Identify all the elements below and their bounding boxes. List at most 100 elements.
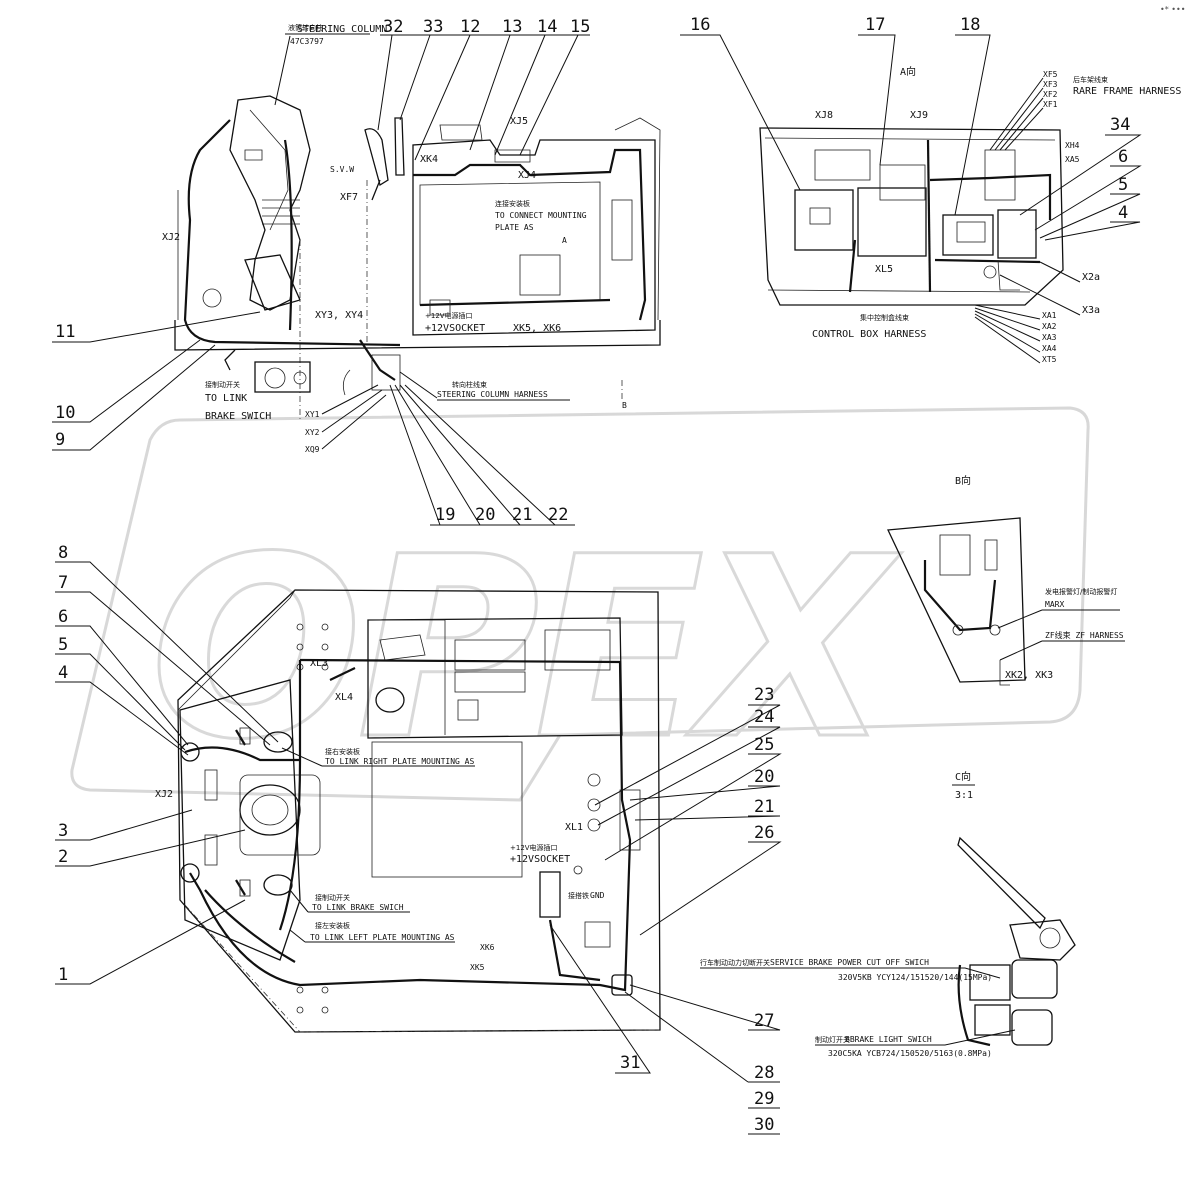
control-box-label: CONTROL BOX HARNESS	[812, 329, 926, 340]
service-brake-pn: 320V5KB YCY124/151520/144(15MPa)	[838, 973, 992, 982]
callout-9: 9	[55, 430, 65, 450]
mark-a: A	[562, 236, 567, 245]
gnd-cn: 接搭铁	[568, 891, 589, 900]
brake-swich-label: BRAKE SWICH	[205, 411, 271, 422]
xy3-label: XY3, XY4	[315, 310, 363, 321]
view-b: B向 发电报警灯/制动报警灯 MARX ZF线束 ZF HARNESS XK2,…	[887, 474, 1125, 686]
watermark-text: OPEX	[150, 503, 902, 794]
watermark: OPEX	[70, 406, 1090, 802]
callout-13: 13	[502, 17, 522, 37]
right-plate-cn: 接右安装板	[325, 747, 360, 756]
to-link-label: TO LINK	[205, 393, 247, 404]
view-a: A向 XJ8 XJ9 XF5 XF3 XF2 XF1 后车架线束 RARE FR…	[680, 15, 1181, 364]
connect-line2: PLATE AS	[495, 223, 534, 232]
right-plate-label: TO LINK RIGHT PLATE MOUNTING AS	[325, 757, 474, 766]
steering-column-cn: 液筒转向柱	[288, 23, 323, 32]
callout-34: 34	[1110, 115, 1130, 135]
callout-6: 6	[58, 607, 68, 627]
callout-19: 19	[435, 505, 455, 525]
callout-16: 16	[690, 15, 710, 35]
zf-harness-label: ZF线束 ZF HARNESS	[1045, 630, 1124, 640]
connect-cn: 连接安装板	[495, 199, 530, 208]
brake2-label: TO LINK BRAKE SWICH	[312, 903, 404, 912]
brake2-cn: 接制动开关	[315, 893, 350, 902]
brake-cn: 接制动开关	[205, 380, 240, 389]
xk6-label: XK6	[480, 943, 495, 952]
brake-light-label: BBRAKE LIGHT SWICH	[845, 1035, 932, 1044]
callout-23: 23	[754, 685, 774, 705]
xj4-label: XJ4	[518, 170, 536, 181]
xk5-xk6-label: XK5, XK6	[513, 323, 561, 334]
socket2-cn: +12V电源插口	[510, 843, 558, 852]
xf7-label: XF7	[340, 192, 358, 203]
callout-15: 15	[570, 17, 590, 37]
callout-28: 28	[754, 1063, 774, 1083]
callout-1: 1	[58, 965, 68, 985]
steer-harness-label: STEERING COLUMN HARNESS	[437, 390, 548, 399]
callout-21: 21	[512, 505, 532, 525]
svw-label: S.V.W	[330, 165, 354, 174]
callout-17: 17	[865, 15, 885, 35]
xq9-label: XQ9	[305, 445, 320, 454]
xk4-label: XK4	[420, 154, 438, 165]
callout-30: 30	[754, 1115, 774, 1135]
callout-21b: 21	[754, 797, 774, 817]
callout-4: 4	[58, 663, 68, 683]
view-b-label: B向	[955, 474, 971, 487]
xj5-label: XJ5	[510, 116, 528, 127]
xa3-label: XA3	[1042, 333, 1057, 342]
callout-14: 14	[537, 17, 557, 37]
service-brake-label: SERVICE BRAKE POWER CUT OFF SWICH	[770, 958, 929, 967]
callout-29: 29	[754, 1089, 774, 1109]
xf5-label: XF5	[1043, 70, 1058, 79]
main-bottom-view: XL3 XL4 接右安装板 TO LINK RIGHT PLATE MOUNTI…	[55, 543, 782, 1135]
callout-32: 32	[383, 17, 403, 37]
callout-33: 33	[423, 17, 443, 37]
xa1-label: XA1	[1042, 311, 1057, 320]
view-c: C向 3:1 行车制动动力切断开关 SERVICE BRAKE POWER CU…	[700, 770, 1076, 1058]
callout-5-right: 5	[1118, 175, 1128, 195]
xf3-label: XF3	[1043, 80, 1058, 89]
callout-4-right: 4	[1118, 203, 1128, 223]
xa4-label: XA4	[1042, 344, 1057, 353]
xf2-label: XF2	[1043, 90, 1058, 99]
control-box-cn: 集中控制盒线束	[860, 313, 909, 322]
steering-column-label: STEERING COLUMN	[297, 24, 387, 35]
left-plate-label: TO LINK LEFT PLATE MOUNTING AS	[310, 933, 455, 942]
marx-label: MARX	[1045, 600, 1064, 609]
xa2-label: XA2	[1042, 322, 1057, 331]
xl1-label: XL1	[565, 822, 583, 833]
xt5-label: XT5	[1042, 355, 1057, 364]
rare-frame-label: RARE FRAME HARNESS	[1073, 86, 1181, 97]
socket2-label: +12VSOCKET	[510, 854, 570, 865]
xy1-label: XY1	[305, 410, 320, 419]
callout-11: 11	[55, 322, 75, 342]
socket-label: +12VSOCKET	[425, 323, 485, 334]
callout-20: 20	[475, 505, 495, 525]
x3a-label: X3a	[1082, 305, 1100, 316]
callout-27: 27	[754, 1011, 774, 1031]
mark-b: B	[622, 401, 627, 410]
xl4-label: XL4	[335, 692, 353, 703]
xl5-label: XL5	[875, 264, 893, 275]
top-left-view: 液筒转向柱 STEERING COLUMN 47C3797 XJ2 XF7 S.…	[52, 17, 661, 526]
callout-10: 10	[55, 403, 75, 423]
callout-2: 2	[58, 847, 68, 867]
callout-24: 24	[754, 707, 774, 727]
connect-line1: TO CONNECT MOUNTING	[495, 211, 587, 220]
view-c-label: C向	[955, 770, 971, 783]
xk5-label: XK5	[470, 963, 485, 972]
socket-cn: +12V电源插口	[425, 311, 473, 320]
brake-light-pn: 320C5KA YCB724/150520/5163(0.8MPa)	[828, 1049, 992, 1058]
corner-mark: •* •••	[1160, 5, 1185, 14]
left-plate-cn: 接左安装板	[315, 921, 350, 930]
rare-frame-cn: 后车架线束	[1073, 75, 1108, 84]
xj2-mid-label: XJ2	[155, 789, 173, 800]
xj2-top-label: XJ2	[162, 232, 180, 243]
xk2-xk3-label: XK2, XK3	[1005, 670, 1053, 681]
xy2-label: XY2	[305, 428, 320, 437]
callout-26: 26	[754, 823, 774, 843]
xj8-label: XJ8	[815, 110, 833, 121]
gnd-label: GND	[590, 891, 605, 900]
